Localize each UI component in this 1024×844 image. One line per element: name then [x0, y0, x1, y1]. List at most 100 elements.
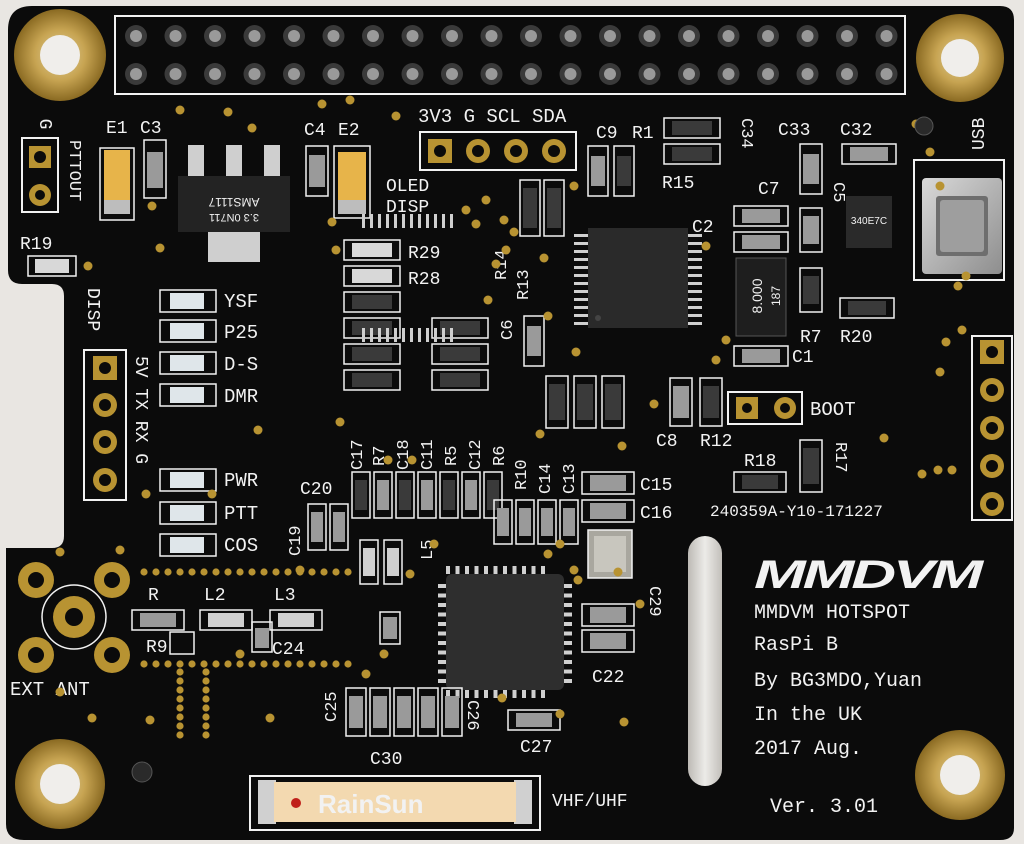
led-dmr	[159, 383, 217, 407]
mounting-hole-bl	[15, 739, 105, 829]
led-dstar	[159, 351, 217, 375]
title-line-3: By BG3MDO,Yuan	[754, 670, 922, 693]
serial-header-label: 5V TX RX G	[130, 356, 150, 464]
usb-uart-chip: 340E7C	[846, 196, 892, 248]
c30-label: C30	[370, 750, 402, 770]
r10-label: R10	[513, 459, 532, 490]
serial-header	[83, 349, 127, 501]
c18-label: C18	[395, 439, 414, 470]
crystal-text-2: 187	[769, 286, 783, 306]
r14-label: R14	[493, 249, 512, 280]
e1-label: E1	[106, 119, 128, 139]
r13-label: R13	[515, 269, 534, 300]
c22-label: C22	[592, 668, 624, 688]
led-ysf-label: YSF	[224, 291, 258, 313]
capacitor-c6	[523, 315, 545, 367]
rf-transceiver-chip	[438, 566, 572, 698]
led-p25-label: P25	[224, 322, 258, 344]
crystal-oscillator: 8.000 187	[735, 257, 787, 337]
r12-label: R12	[700, 432, 732, 452]
resistor-r14	[519, 179, 541, 237]
led-ysf	[159, 289, 217, 313]
capacitor-e2	[333, 145, 371, 219]
regulator-ams1117: AMS1117 3.3 0N711	[178, 145, 290, 262]
resistor-r19	[27, 255, 77, 277]
oled-header	[419, 131, 577, 171]
antenna-brand: RainSun	[318, 789, 423, 819]
tcxo	[587, 529, 633, 579]
led-cos-label: COS	[224, 535, 258, 557]
r9-label: R9	[146, 638, 168, 658]
mounting-hole-tr	[916, 14, 1004, 102]
chip-antenna: RainSun	[249, 775, 541, 831]
c15-label: C15	[640, 476, 672, 496]
version-label: Ver. 3.01	[770, 796, 878, 819]
vhf-uhf-label: VHF/UHF	[552, 792, 628, 812]
c16-label: C16	[640, 504, 672, 524]
c19-label: C19	[287, 525, 306, 556]
micro-usb-connector	[913, 159, 1005, 281]
c13-label: C13	[561, 463, 580, 494]
ext-ant-label: EXT ANT	[10, 679, 90, 701]
r15-label: R15	[662, 174, 694, 194]
c33-label: C33	[778, 121, 810, 141]
r20-label: R20	[840, 328, 872, 348]
led-cos	[159, 533, 217, 557]
boot-jumper	[727, 391, 803, 425]
c9-label: C9	[596, 124, 618, 144]
c7-label: C7	[758, 180, 780, 200]
regulator-text-2: 3.3 0N711	[209, 211, 259, 223]
c17-label: C17	[349, 439, 368, 470]
resistor-r13	[543, 179, 565, 237]
mmdvm-logo: MMDVM	[754, 553, 986, 597]
c14-label: C14	[537, 463, 556, 494]
r17-label: R17	[830, 442, 849, 473]
r18-label: R18	[744, 452, 776, 472]
c5-label-right: C5	[828, 182, 847, 202]
c4-label: C4	[304, 121, 326, 141]
led-dmr-label: DMR	[224, 386, 258, 408]
c27-label: C27	[520, 738, 552, 758]
c3-label: C3	[140, 119, 162, 139]
c20-label: C20	[300, 480, 332, 500]
crystal-text-1: 8.000	[749, 278, 765, 313]
led-ptt	[159, 501, 217, 525]
r-ant-label: R	[148, 586, 159, 606]
r1-label: R1	[632, 124, 654, 144]
led-pwr	[159, 468, 217, 492]
mcu-chip	[362, 214, 702, 342]
pttout-label: PTTOUT	[64, 140, 83, 201]
bottom-passives	[345, 687, 561, 737]
regulator-text-1: AMS1117	[208, 195, 259, 209]
serial-number: 240359A-Y10-171227	[710, 503, 883, 521]
resistor-bank-left	[343, 239, 489, 391]
e2-label: E2	[338, 121, 360, 141]
led-p25	[159, 319, 217, 343]
led-column	[159, 289, 217, 557]
boot-label: BOOT	[810, 399, 856, 421]
c11-label: C11	[419, 439, 438, 470]
l2-label: L2	[204, 586, 226, 606]
mounting-hole-tl	[14, 9, 106, 101]
title-line-2: RasPi B	[754, 634, 838, 657]
capacitor-c4	[305, 145, 329, 197]
c25-label: C25	[323, 691, 342, 722]
r28-label: R28	[408, 270, 440, 290]
g-label-top: G	[34, 119, 54, 130]
c12-label: C12	[467, 439, 486, 470]
title-block: MMDVM MMDVM HOTSPOT RasPi B By BG3MDO,Yu…	[754, 553, 988, 819]
right-header	[971, 335, 1013, 521]
pttout-header	[21, 137, 59, 213]
title-line-5: 2017 Aug.	[754, 738, 862, 761]
oled-label: OLED	[386, 177, 429, 197]
title-line-1: MMDVM HOTSPOT	[754, 602, 910, 625]
title-line-4: In the UK	[754, 704, 862, 727]
c26-label: C26	[462, 700, 481, 731]
capacitor-c3	[143, 139, 167, 199]
oled-header-label: 3V3 G SCL SDA	[418, 106, 567, 128]
capacitor-e1	[99, 147, 135, 221]
r5-label: R5	[443, 446, 462, 466]
capacitor-c9	[587, 145, 609, 197]
mounting-hole-br	[915, 730, 1005, 820]
led-dstar-label: D-S	[224, 354, 258, 376]
